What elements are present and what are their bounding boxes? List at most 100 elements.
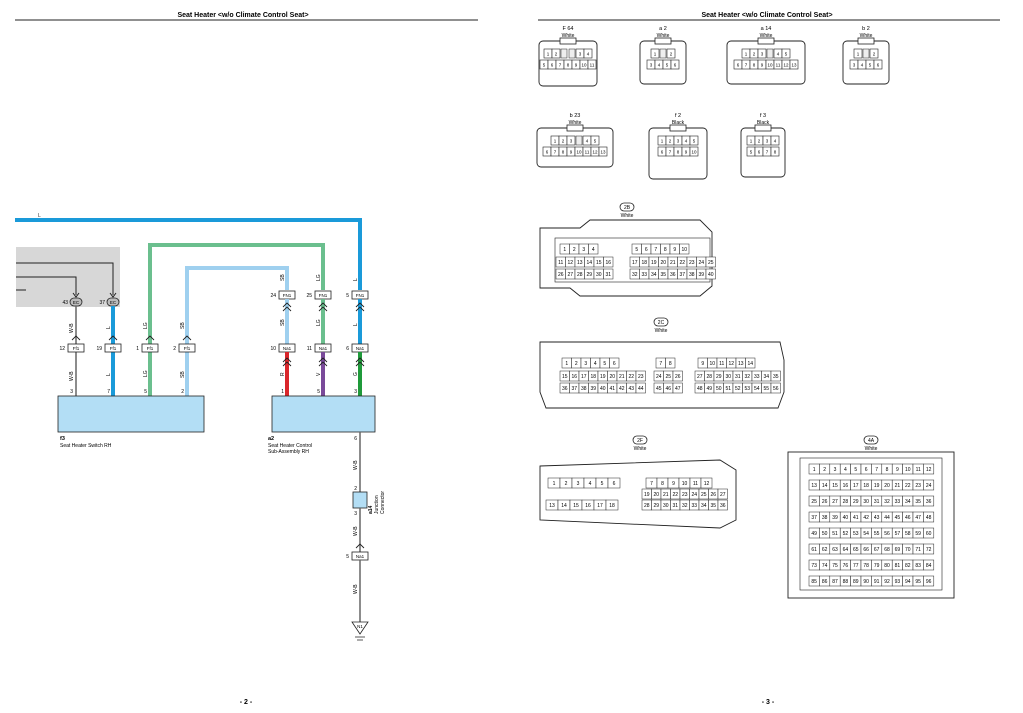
pin-number: 34 xyxy=(651,272,657,278)
pin-number: 25 xyxy=(665,374,671,380)
pin-number: 1 xyxy=(745,52,748,57)
double-chevron xyxy=(282,302,292,312)
connector-box xyxy=(104,343,122,353)
pin-number: 52 xyxy=(843,531,849,537)
ig-splice-code: EC xyxy=(110,300,117,305)
pin-number: 72 xyxy=(926,547,932,553)
wire-label: L xyxy=(353,278,359,281)
wb-label-3: W-B xyxy=(353,584,359,594)
jc-label-1: a14 xyxy=(368,505,374,514)
wb-label-1: W-B xyxy=(353,460,359,470)
connector-pin xyxy=(700,477,713,489)
double-chevron xyxy=(355,302,365,312)
pin-number: 18 xyxy=(590,374,596,380)
pin-number: 10 xyxy=(681,247,687,253)
pin-number: 67 xyxy=(874,547,880,553)
pin-number: 15 xyxy=(596,260,602,266)
pin-number: 16 xyxy=(605,260,611,266)
chevron-na1 xyxy=(355,543,365,549)
pin-number: 20 xyxy=(884,483,890,489)
pin-number: 1 xyxy=(750,139,753,144)
pin-number: 31 xyxy=(735,374,741,380)
connector-pin xyxy=(717,488,728,500)
connector-label: 2B xyxy=(624,205,631,211)
pin-number: 6 xyxy=(865,467,868,473)
connector-code: Na1 xyxy=(283,346,292,351)
pin-number: 77 xyxy=(853,563,859,569)
pin-number: 6 xyxy=(613,481,616,487)
wire-label: LG xyxy=(316,274,322,281)
pin-number: 10 xyxy=(581,63,587,68)
pin-number: 35 xyxy=(915,499,921,505)
connector-color: White xyxy=(562,33,575,39)
connector-color: White xyxy=(760,33,773,39)
wire-label: G xyxy=(353,372,359,376)
gray-lead-2 xyxy=(16,276,77,295)
pin-number: 2 xyxy=(670,52,673,57)
connector-pin xyxy=(603,256,614,268)
pin-number: 2 xyxy=(758,139,761,144)
pin-number: 4 xyxy=(844,467,847,473)
pin-number: 8 xyxy=(753,63,756,68)
connector-pin xyxy=(603,268,614,280)
connector-box xyxy=(67,343,85,353)
connector-code: FN1 xyxy=(283,293,292,298)
connector-pin xyxy=(650,48,660,59)
pin-number: 89 xyxy=(853,579,859,585)
pin-number: 4 xyxy=(861,63,864,68)
pin-number: 79 xyxy=(874,563,880,569)
pin-number: 66 xyxy=(863,547,869,553)
pin-number: 9 xyxy=(685,150,688,155)
pin-number: 47 xyxy=(915,515,921,521)
pin-number: 32 xyxy=(744,374,750,380)
pin-number: 4 xyxy=(774,139,777,144)
seat-heater-switch-box xyxy=(57,395,205,433)
pin-number: 62 xyxy=(822,547,828,553)
pin-number: 33 xyxy=(895,499,901,505)
connector-label-oval xyxy=(653,317,669,327)
pin-number: 7 xyxy=(559,63,562,68)
pin-number: 43 xyxy=(628,386,634,392)
pin-number: 4 xyxy=(777,52,780,57)
pin-number: 1 xyxy=(857,52,860,57)
pin-num: 1 xyxy=(281,389,284,395)
pin-number: 3 xyxy=(582,247,585,253)
pin-number: 29 xyxy=(853,499,859,505)
pin-number: 12 xyxy=(926,467,932,473)
connector-label: F 64 xyxy=(562,26,573,32)
connector-pin xyxy=(598,146,608,157)
connector-pin xyxy=(923,575,935,587)
connector-code: Na1 xyxy=(319,346,328,351)
pin-number: 48 xyxy=(926,515,932,521)
pin-number: 27 xyxy=(720,492,726,498)
connector-key-slot xyxy=(766,48,774,59)
connector-label: a 2 xyxy=(659,26,667,32)
pin-number: 31 xyxy=(874,499,880,505)
pin-number: 36 xyxy=(670,272,676,278)
connector-pin xyxy=(665,357,676,369)
pin-number: 32 xyxy=(632,272,638,278)
connector-num: 19 xyxy=(96,346,102,352)
pin-number: 18 xyxy=(863,483,869,489)
wiring-diagram: L 43 EC 37 EC 24 FN1 SB 25 FN1 LG xyxy=(15,213,386,641)
connector-label: f 2 xyxy=(675,113,681,119)
pin-number: 17 xyxy=(597,503,603,509)
pin-number: 34 xyxy=(763,374,769,380)
connector-label: 2C xyxy=(658,320,665,326)
pin-number: 7 xyxy=(654,247,657,253)
pin-number: 24 xyxy=(926,483,932,489)
connector-key-slot xyxy=(560,48,568,59)
connector-pin xyxy=(607,477,621,489)
pin-number: 5 xyxy=(594,139,597,144)
pin-number: 8 xyxy=(677,150,680,155)
connector-label: f 3 xyxy=(760,113,766,119)
pin-number: 13 xyxy=(791,63,797,68)
pin-number: 3 xyxy=(650,63,653,68)
pin-number: 90 xyxy=(863,579,869,585)
pin-number: 7 xyxy=(766,150,769,155)
pin-number: 61 xyxy=(811,547,817,553)
